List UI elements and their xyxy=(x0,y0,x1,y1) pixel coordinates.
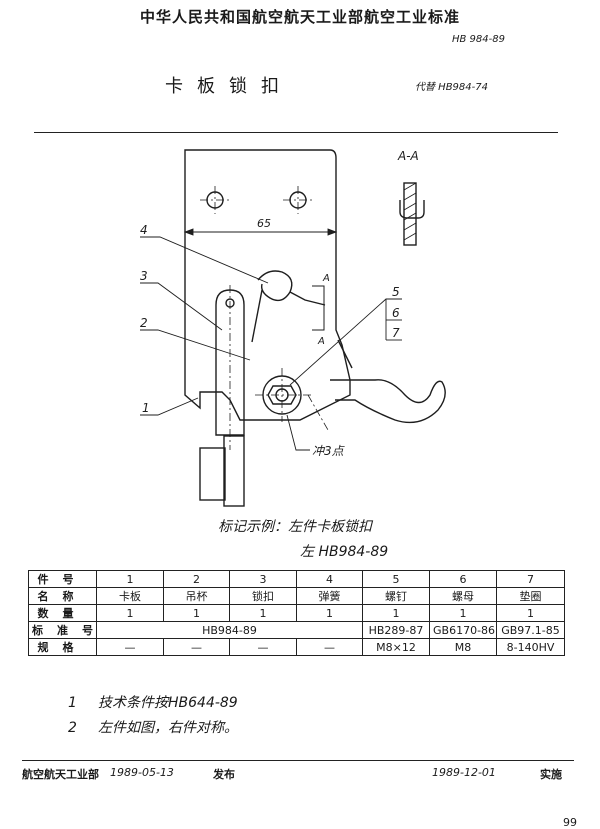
table-cell: 1 xyxy=(496,604,565,622)
plate-outline xyxy=(184,149,351,421)
dimension-65-label: 65 xyxy=(257,217,271,230)
table-cell: 1 xyxy=(96,604,164,622)
section-mark-bottom: A xyxy=(317,336,325,347)
row-header-name: 名称 xyxy=(28,587,97,605)
page-number: 99 xyxy=(563,816,577,829)
callout-6: 6 xyxy=(392,306,400,320)
table-cell: 1 xyxy=(296,604,363,622)
standard-number: HB 984-89 xyxy=(452,34,505,45)
callout-4: 4 xyxy=(140,223,148,237)
table-cell: 1 xyxy=(429,604,497,622)
row-header-item-no: 件号 xyxy=(28,570,97,588)
note-1: 1 技术条件按HB644-89 xyxy=(68,692,238,712)
table-cell: 卡板 xyxy=(96,587,164,605)
table-cell: 螺钉 xyxy=(362,587,430,605)
spring xyxy=(257,270,293,302)
parts-table: 件号 1 2 3 4 5 6 7 名称 卡板 吊杯 锁扣 弹簧 螺钉 螺母 垫圈… xyxy=(28,570,565,656)
footer-rule xyxy=(22,760,574,761)
table-cell: 弹簧 xyxy=(296,587,363,605)
implementation-label: 实施 xyxy=(540,768,562,781)
table-cell: GB97.1-85 xyxy=(496,621,565,639)
table-cell: 4 xyxy=(296,570,363,588)
table-cell: 5 xyxy=(362,570,430,588)
table-cell: 1 xyxy=(362,604,430,622)
part-name: 卡板锁扣 xyxy=(165,76,293,97)
callout-5: 5 xyxy=(392,285,400,299)
table-row: 标准号 HB984-89 HB289-87 GB6170-86 GB97.1-8… xyxy=(28,621,565,639)
note-text: 左件如图，右件对称。 xyxy=(98,720,238,736)
table-cell: 2 xyxy=(163,570,230,588)
table-cell: 3 xyxy=(229,570,297,588)
table-cell: M8×12 xyxy=(362,638,430,656)
table-cell: HB289-87 xyxy=(362,621,430,639)
implementation-date: 1989-12-01 xyxy=(432,766,496,779)
note-number: 1 xyxy=(68,695,77,711)
table-cell: — xyxy=(96,638,164,656)
table-cell: 1 xyxy=(96,570,164,588)
table-cell: — xyxy=(163,638,230,656)
replaces-standard: 代替 HB984-74 xyxy=(415,82,488,93)
issue-date: 1989-05-13 xyxy=(110,766,174,779)
table-row: 数量 1 1 1 1 1 1 1 xyxy=(28,604,565,622)
marking-example-code: 左 HB984-89 xyxy=(300,544,389,560)
table-cell: — xyxy=(296,638,363,656)
table-cell: 吊杯 xyxy=(163,587,230,605)
table-cell: 螺母 xyxy=(429,587,497,605)
table-cell: 垫圈 xyxy=(496,587,565,605)
marking-example-label: 标记示例：左件卡板锁扣 xyxy=(218,519,372,535)
technical-drawing: 65 A-A A A 4 3 2 1 5 6 7 冲3点 xyxy=(140,149,446,507)
row-header-quantity: 数量 xyxy=(28,604,97,622)
table-row: 件号 1 2 3 4 5 6 7 xyxy=(28,570,565,588)
callout-7: 7 xyxy=(392,326,400,340)
table-cell: M8 xyxy=(429,638,497,656)
table-row: 规格 — — — — M8×12 M8 8-140HV xyxy=(28,638,565,656)
section-label: A-A xyxy=(397,149,419,163)
issue-label: 发布 xyxy=(213,768,235,781)
table-cell: 8-140HV xyxy=(496,638,565,656)
publisher: 航空航天工业部 xyxy=(22,768,99,781)
callout-3: 3 xyxy=(140,269,148,283)
table-cell: — xyxy=(229,638,297,656)
table-cell: 6 xyxy=(429,570,497,588)
note-2: 2 左件如图，右件对称。 xyxy=(68,717,238,737)
callout-2: 2 xyxy=(140,316,148,330)
table-cell-merged: HB984-89 xyxy=(96,621,363,639)
row-header-standard: 标准号 xyxy=(28,621,97,639)
note-number: 2 xyxy=(68,720,77,736)
hook-outline xyxy=(330,379,446,424)
latch-body xyxy=(215,289,245,436)
standard-title: 中华人民共和国航空航天工业部航空工业标准 xyxy=(139,8,460,26)
section-mark-top: A xyxy=(322,273,330,284)
table-cell: 1 xyxy=(229,604,297,622)
table-cell: 1 xyxy=(163,604,230,622)
section-view xyxy=(403,182,417,246)
punch-note: 冲3点 xyxy=(312,444,346,458)
callout-1: 1 xyxy=(142,401,150,415)
table-row: 名称 卡板 吊杯 锁扣 弹簧 螺钉 螺母 垫圈 xyxy=(28,587,565,605)
table-cell: 7 xyxy=(496,570,565,588)
table-cell: GB6170-86 xyxy=(429,621,497,639)
table-cell: 锁扣 xyxy=(229,587,297,605)
note-text: 技术条件按HB644-89 xyxy=(98,695,238,711)
header-rule xyxy=(34,132,558,133)
row-header-spec: 规格 xyxy=(28,638,97,656)
